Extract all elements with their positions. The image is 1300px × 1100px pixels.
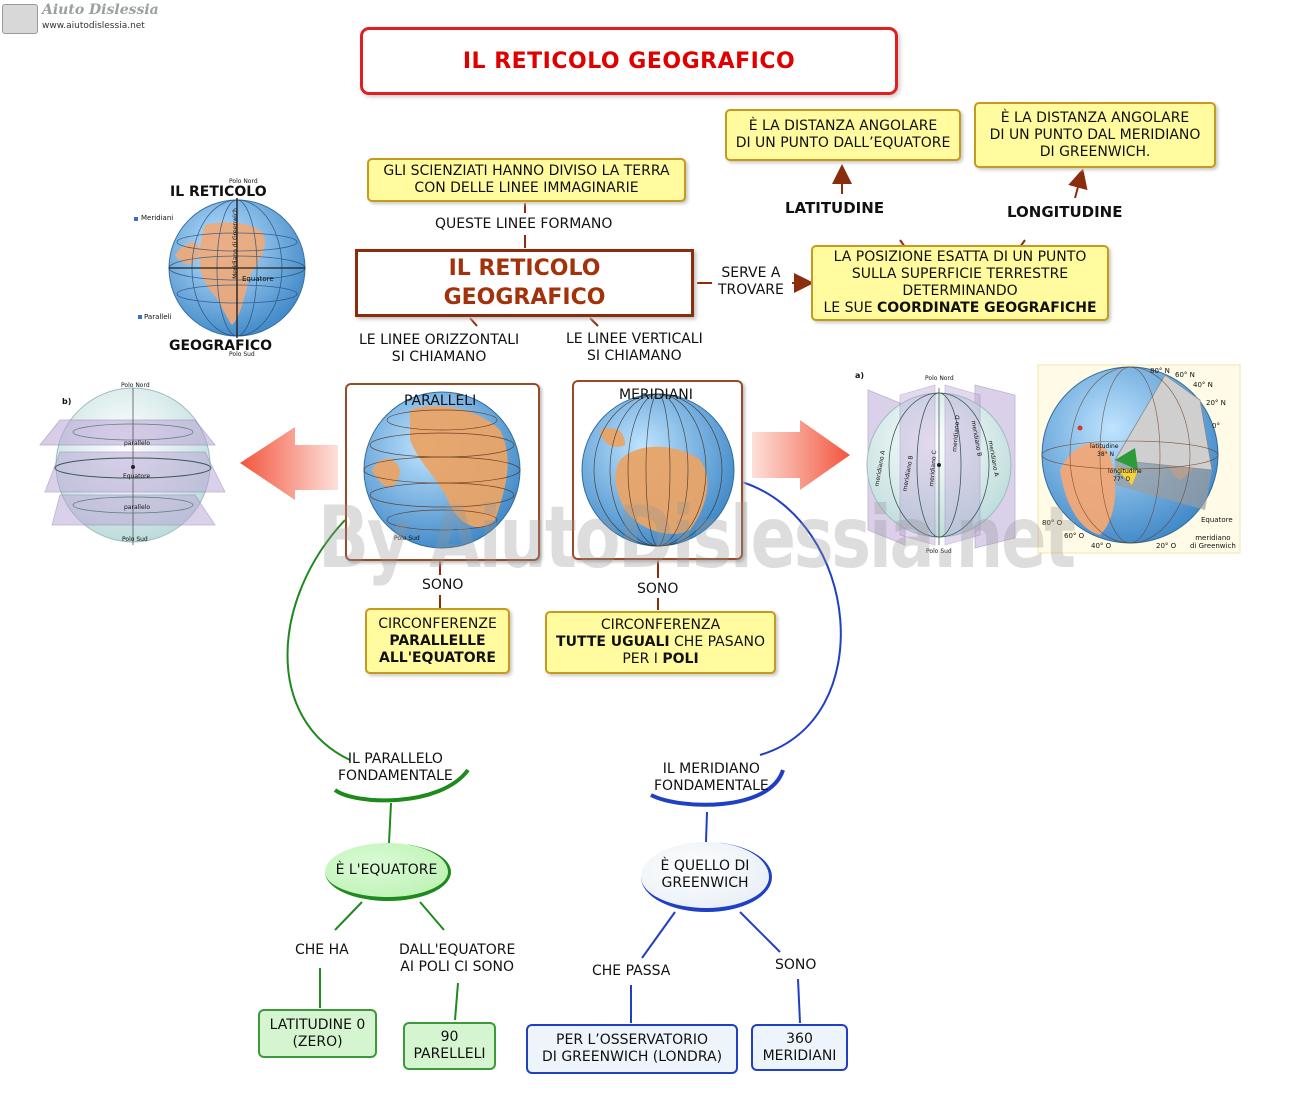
paralleli-polo-sud: Polo Sud	[394, 535, 420, 542]
greenwich-node: È QUELLO DI GREENWICH	[641, 842, 772, 912]
globe-right-lat-val: 38° N	[1097, 451, 1115, 458]
diagram-a-tag: a)	[855, 371, 865, 380]
central-node: IL RETICOLO GEOGRAFICO	[355, 249, 694, 317]
trecento-meridiani-box: 360 MERIDIANI	[751, 1024, 848, 1071]
diagram-b-parallelo1: parallelo	[124, 440, 150, 447]
globe-right-40o: 40° O	[1091, 542, 1112, 550]
globe-left-top-label: IL RETICOLO	[170, 184, 267, 200]
polo-sud-small-label: Polo Sud	[229, 351, 255, 358]
paralleli-globe-illustration	[363, 391, 521, 549]
globe-right-20n: 20° N	[1206, 399, 1226, 407]
logo[interactable]: Aiuto Dislessia www.aiutodislessia.net	[2, 2, 162, 34]
verticali-label: LE LINEE VERTICALI SI CHIAMANO	[566, 331, 703, 364]
diagram-a-polo-sud: Polo Sud	[926, 548, 952, 555]
polo-nord-small-label: Polo Nord	[229, 178, 258, 185]
globe-right-60n: 60° N	[1175, 371, 1195, 379]
che-passa-label: CHE PASSA	[592, 963, 671, 979]
greenwich-small-label: Meridiano di Greenwich	[231, 208, 239, 279]
equatore-small-label: Equatore	[242, 275, 274, 283]
globe-right-40n: 40° N	[1193, 381, 1213, 389]
meridiani-globe-illustration	[581, 393, 735, 547]
meridiani-definition: CIRCONFERENZA TUTTE UGUALI CHE PASANO PE…	[545, 611, 776, 674]
diagram-b-parallelo2: parallelo	[124, 504, 150, 511]
queste-linee-label: QUESTE LINEE FORMANO	[435, 216, 613, 232]
meridiano-fondamentale-node: IL MERIDIANO FONDAMENTALE	[654, 761, 769, 794]
diagram-a-illustration	[866, 384, 1016, 549]
paralleli-small-label: Paralleli	[144, 313, 172, 321]
osservatorio-box: PER L’OSSERVATORIO DI GREENWICH (LONDRA)	[526, 1024, 738, 1074]
meridiani-title: MERIDIANI	[619, 387, 693, 403]
latitudine-label: LATITUDINE	[785, 199, 885, 217]
sono-blue-label: SONO	[775, 957, 817, 973]
longitudine-label: LONGITUDINE	[1007, 203, 1123, 221]
globe-right-80n: 80° N	[1150, 367, 1170, 375]
book-icon	[2, 4, 38, 34]
diagram-a-polo-nord: Polo Nord	[925, 375, 954, 382]
globe-right-20o: 20° O	[1156, 542, 1177, 550]
diagram-b-equatore: Equatore	[123, 473, 151, 480]
scientists-box: GLI SCIENZIATI HANNO DIVISO LA TERRA CON…	[367, 158, 686, 202]
logo-url: www.aiutodislessia.net	[42, 21, 145, 31]
paralleli-card	[345, 383, 540, 561]
page-title: IL RETICOLO GEOGRAFICO	[360, 27, 898, 95]
paralleli-sono: SONO	[422, 577, 464, 593]
latitudine-zero-box: LATITUDINE 0 (ZERO)	[258, 1009, 377, 1058]
diagram-b-illustration	[39, 387, 226, 545]
novanta-paralleli-box: 90 PARELLELI	[403, 1022, 496, 1070]
paralleli-definition: CIRCONFERENZE PARALLELLE ALL'EQUATORE	[365, 608, 510, 674]
globe-right-lon-label: longitudine	[1108, 468, 1142, 475]
position-box: LA POSIZIONE ESATTA DI UN PUNTO SULLA SU…	[811, 245, 1109, 321]
orizzontali-label: LE LINEE ORIZZONTALI SI CHIAMANO	[359, 332, 520, 365]
globe-right-60o: 60° O	[1064, 532, 1085, 540]
serve-label: SERVE A TROVARE	[718, 265, 784, 298]
globe-right-lon-val: 77° O	[1113, 476, 1131, 483]
diagram-b-polo-nord: Polo Nord	[121, 382, 150, 389]
globe-left-bottom-label: GEOGRAFICO	[169, 338, 273, 354]
longitudine-definition: È LA DISTANZA ANGOLARE DI UN PUNTO DAL M…	[974, 102, 1216, 168]
meridiani-sono: SONO	[637, 581, 679, 597]
globe-left-illustration	[134, 198, 306, 338]
parallelo-fondamentale-node: IL PARALLELO FONDAMENTALE	[338, 751, 453, 784]
arrow-left-shape	[240, 427, 338, 500]
diagram-b-polo-sud: Polo Sud	[122, 536, 148, 543]
globe-right-greenwich: meridiano di Greenwich	[1190, 534, 1236, 550]
diagram-b-tag: b)	[62, 397, 72, 406]
globe-right-zero: 0°	[1212, 422, 1220, 430]
logo-name: Aiuto Dislessia	[42, 2, 159, 18]
meridiani-card	[572, 380, 743, 560]
equatore-node: È L'EQUATORE	[325, 843, 451, 901]
globe-right-illustration	[1037, 364, 1241, 554]
watermark: By AiutoDislessia.net	[318, 488, 1076, 588]
globe-right-lat-label: latitudine	[1090, 443, 1119, 450]
arrow-right-shape	[752, 420, 850, 490]
dall-equatore-label: DALL'EQUATORE AI POLI CI SONO	[399, 942, 516, 975]
meridiani-small-label: Meridiani	[141, 214, 174, 222]
che-ha-label: CHE HA	[295, 942, 349, 958]
paralleli-title: PARALLELI	[404, 393, 477, 409]
globe-right-equatore: Equatore	[1201, 516, 1233, 524]
globe-right-80o: 80° O	[1042, 519, 1063, 527]
latitudine-definition: È LA DISTANZA ANGOLARE DI UN PUNTO DALL’…	[725, 109, 961, 161]
